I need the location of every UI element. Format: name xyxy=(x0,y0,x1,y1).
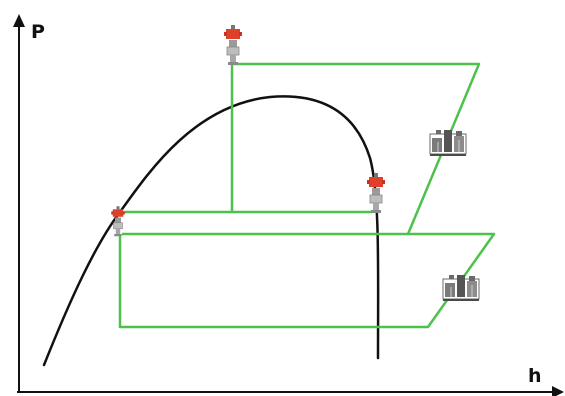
compressor-upper xyxy=(429,129,467,157)
expansion-valve-top xyxy=(223,24,243,66)
saturation-dome-curve xyxy=(42,95,380,367)
compressor-icon xyxy=(442,274,480,302)
compressor-lower xyxy=(442,274,480,302)
expansion-valve-icon xyxy=(366,172,386,214)
expansion-valve-right xyxy=(366,172,386,214)
refrigeration-cycle-lines xyxy=(118,62,496,329)
expansion-valve-icon xyxy=(223,24,243,66)
x-axis-label: h xyxy=(528,365,542,387)
y-axis-label: P xyxy=(31,21,45,43)
compressor-icon xyxy=(429,129,467,157)
y-axis-arrow-icon xyxy=(13,14,25,27)
axes: P h xyxy=(13,14,564,396)
lower-cycle-path xyxy=(118,232,496,329)
x-axis-arrow-icon xyxy=(552,386,564,396)
